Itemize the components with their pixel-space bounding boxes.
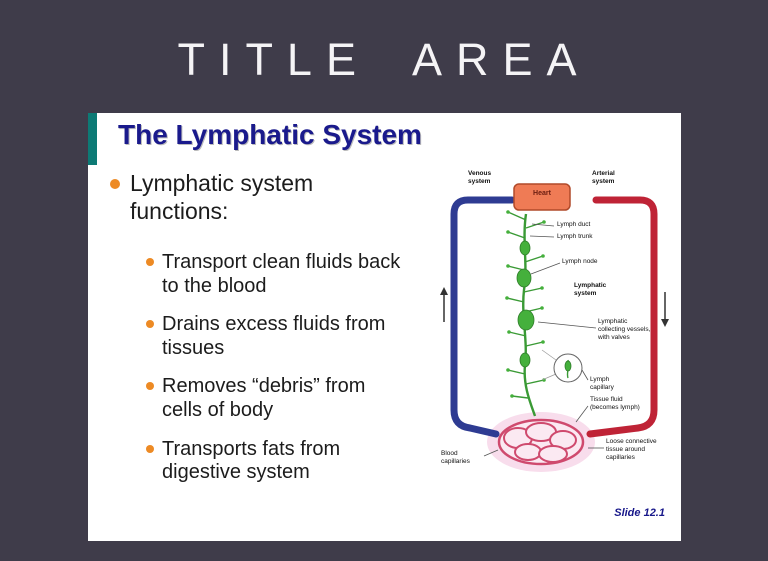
label-lymph-trunk: Lymph trunk xyxy=(557,233,593,240)
main-bullet-text: Lymphatic system functions: xyxy=(130,170,314,224)
venous-vessel xyxy=(450,196,516,438)
template-title-area: TITLE AREA xyxy=(177,34,591,85)
sub-bullet-text: Removes “debris” from cells of body xyxy=(162,375,366,421)
label-lymph-node: Lymph node xyxy=(562,258,598,265)
diagram-artwork xyxy=(440,183,669,472)
label-lymph-duct: Lymph duct xyxy=(557,221,591,228)
main-bullet: Lymphatic system functions: xyxy=(110,170,360,225)
lymph-nodes xyxy=(516,240,535,368)
sub-bullet-text: Transports fats from digestive system xyxy=(162,437,341,484)
sub-bullet-text: Drains excess fluids from tissues xyxy=(162,313,386,359)
label-tissue-fluid: Tissue fluid (becomes lymph) xyxy=(590,396,640,411)
sub-bullet-text: Transport clean fluids back to the blood xyxy=(162,251,401,297)
label-lymph-capillary: Lymph capillary xyxy=(590,376,614,391)
bullet-icon xyxy=(146,382,154,391)
list-item: Removes “debris” from cells of body xyxy=(146,375,407,422)
label-blood-capillaries: Blood capillaries xyxy=(441,450,470,465)
bullet-icon xyxy=(110,179,120,189)
magnifier-circle xyxy=(541,349,583,383)
heart-shape xyxy=(513,183,571,211)
label-lymphatic-system: Lymphatic system xyxy=(574,282,607,297)
capillary-network xyxy=(497,418,585,466)
slide: The Lymphatic System Lymphatic system fu… xyxy=(88,113,681,541)
slide-number: Slide 12.1 xyxy=(614,507,665,519)
sub-bullet-list: Transport clean fluids back to the blood… xyxy=(146,251,407,500)
bullet-icon xyxy=(146,258,154,266)
label-heart: Heart xyxy=(533,190,551,197)
label-venous-system: Venous system xyxy=(468,170,492,185)
flow-arrow-down-icon xyxy=(661,292,669,327)
list-item: Transport clean fluids back to the blood xyxy=(146,251,407,298)
leader-lines xyxy=(483,223,604,457)
lymphatic-system-diagram: Venous system Arterial system Heart Lymp… xyxy=(438,170,670,530)
flow-arrow-up-icon xyxy=(440,287,448,322)
bullet-icon xyxy=(146,320,154,329)
slide-title: The Lymphatic System xyxy=(118,119,422,150)
list-item: Drains excess fluids from tissues xyxy=(146,313,407,360)
list-item: Transports fats from digestive system xyxy=(146,438,407,485)
arterial-vessel xyxy=(586,196,658,438)
label-collecting-vessels: Lymphatic collecting vessels, with valve… xyxy=(598,318,651,341)
bullet-icon xyxy=(146,444,154,453)
slide-accent-bar xyxy=(88,113,97,165)
label-loose-connective: Loose connective tissue around capillari… xyxy=(606,438,657,461)
label-arterial-system: Arterial system xyxy=(592,170,615,185)
